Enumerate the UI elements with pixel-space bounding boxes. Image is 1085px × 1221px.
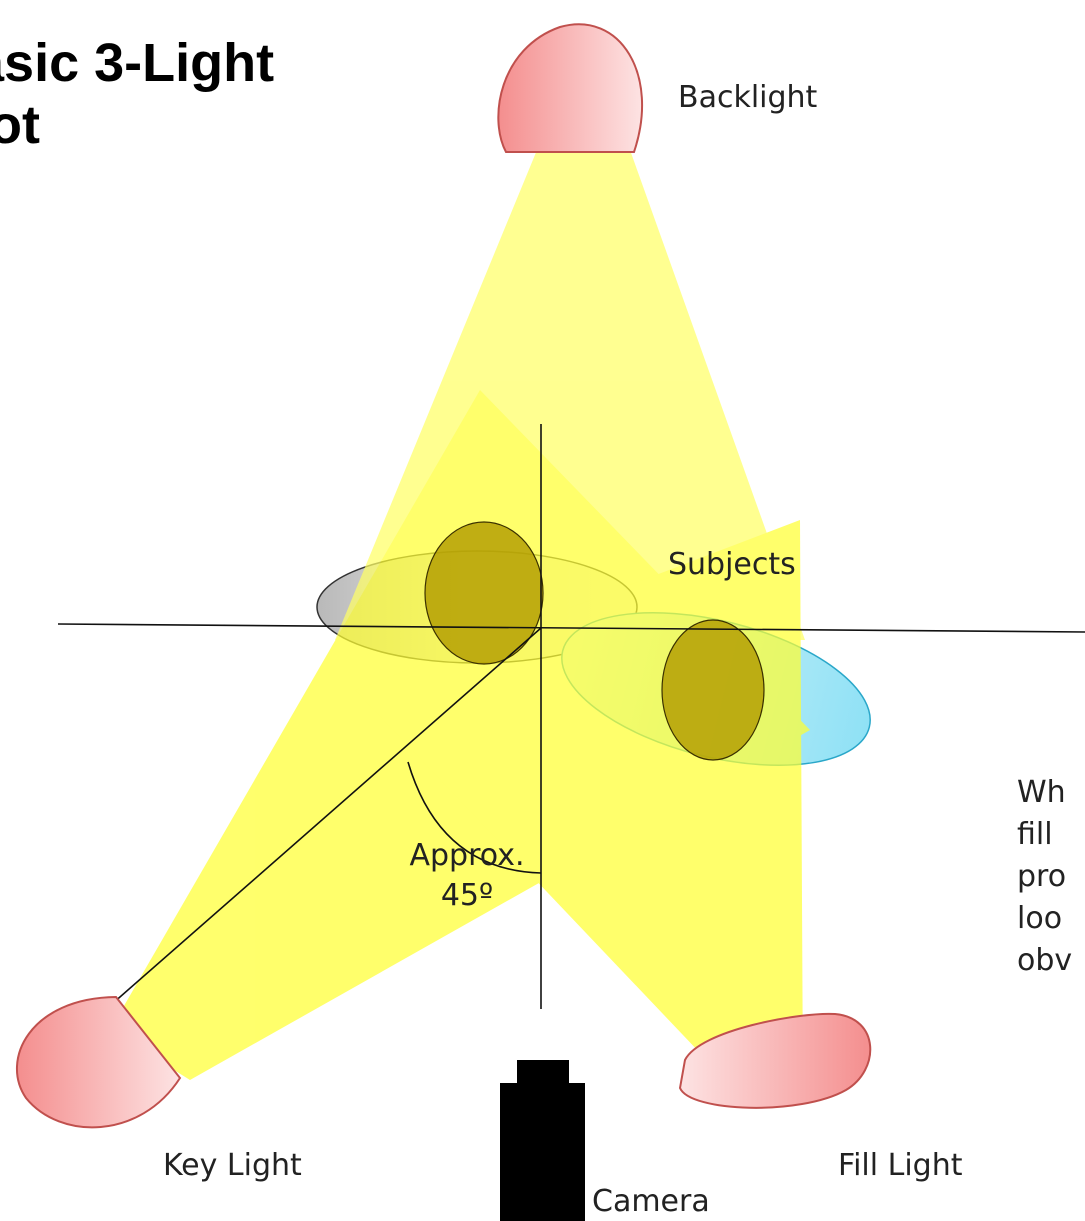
side-note-line-1: Wh bbox=[1017, 775, 1066, 810]
side-note-line-4: loo bbox=[1017, 901, 1063, 936]
side-note-line-2: fill bbox=[1017, 817, 1053, 852]
diagram-title: asic 3-Light lot bbox=[0, 32, 440, 156]
key-light-label: Key Light bbox=[163, 1148, 302, 1183]
subject-two-head bbox=[661, 619, 765, 761]
camera-label: Camera bbox=[592, 1184, 710, 1219]
title-line-1: asic 3-Light bbox=[0, 33, 275, 93]
fill-light-label: Fill Light bbox=[838, 1148, 963, 1183]
side-note-line-5: obv bbox=[1017, 943, 1073, 978]
angle-arc bbox=[407, 761, 542, 874]
angle-label-line-2: 45º bbox=[440, 878, 494, 913]
fill-light-lamp bbox=[678, 1012, 872, 1109]
backlight-lamp bbox=[497, 23, 644, 153]
side-note: Wh fill pro loo obv bbox=[1017, 772, 1085, 982]
title-line-2: lot bbox=[0, 95, 40, 155]
subjects-label: Subjects bbox=[668, 547, 796, 582]
angle-label: Approx. 45º bbox=[382, 836, 552, 916]
key-light-axis bbox=[111, 627, 542, 1005]
key-light-lamp bbox=[16, 995, 182, 1129]
angle-label-line-1: Approx. bbox=[409, 838, 525, 873]
side-note-line-3: pro bbox=[1017, 859, 1067, 894]
camera-icon bbox=[500, 1060, 585, 1221]
horizontal-axis bbox=[57, 623, 1085, 633]
backlight-label: Backlight bbox=[678, 80, 818, 115]
subject-one-head bbox=[424, 521, 544, 665]
